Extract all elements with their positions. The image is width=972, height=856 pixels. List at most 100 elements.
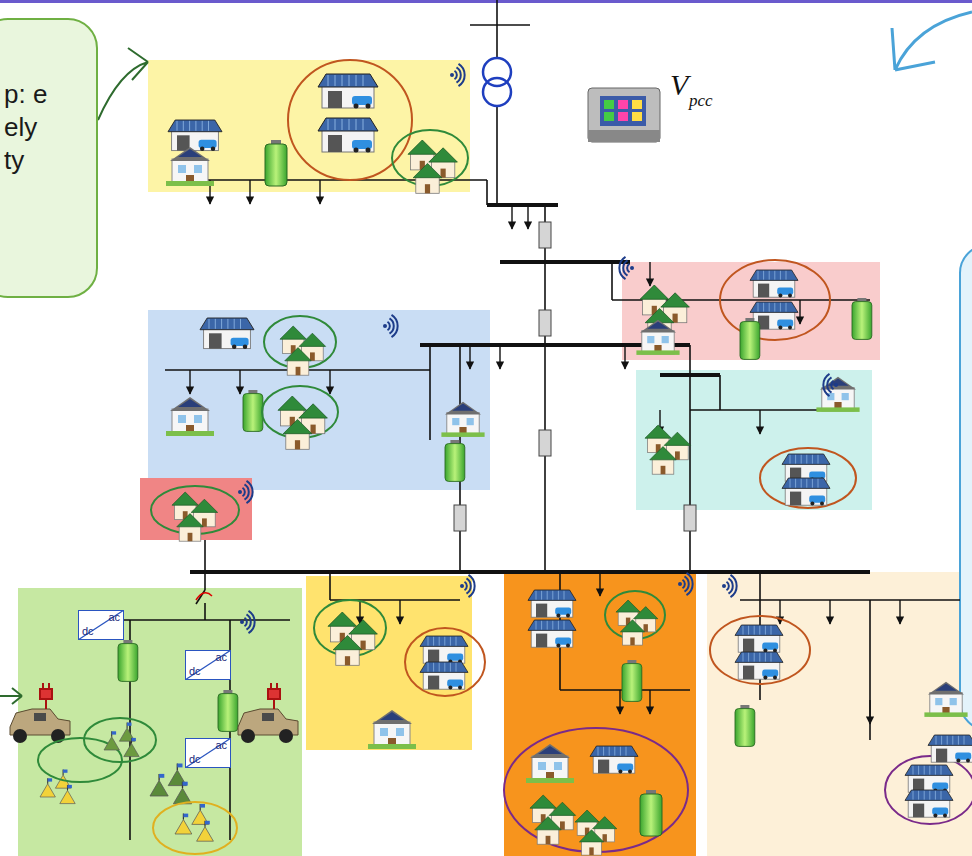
house-cluster-icon: [172, 492, 218, 541]
region-area: [707, 572, 972, 856]
wire: [660, 374, 720, 376]
wire: [120, 619, 290, 621]
group-ellipse: [264, 316, 336, 368]
military-vehicle-icon: [10, 683, 70, 743]
tent-icon: [175, 804, 213, 841]
fuse-symbol: [454, 505, 466, 531]
wireless-symbol: [238, 481, 253, 503]
voltage-subscript: pcc: [689, 92, 713, 109]
garage-pv-icon: [420, 662, 468, 690]
region-area: [504, 690, 696, 856]
load-arrow: [649, 262, 650, 286]
house-cluster-icon: [645, 425, 691, 474]
top-border: [0, 0, 972, 3]
wire: [611, 262, 613, 300]
load-arrow: [249, 180, 250, 204]
fuse-symbol: [539, 222, 551, 248]
battery-icon: [640, 790, 662, 836]
house-pv-icon: [166, 147, 214, 186]
load-arrow: [829, 600, 830, 624]
garage-pv-icon: [782, 454, 830, 482]
load-arrow: [869, 700, 870, 724]
battery-icon: [735, 705, 755, 746]
ac-label: ac: [215, 740, 227, 751]
group-ellipse: [151, 486, 239, 534]
load-arrow: [399, 600, 400, 624]
fuse-symbol: [684, 505, 696, 531]
wireless-symbol: [460, 575, 475, 597]
battery-icon: [622, 660, 642, 701]
converter-box: dcac: [185, 650, 231, 680]
wire: [496, 106, 498, 205]
converter-box: dcac: [78, 610, 124, 640]
wireless-symbol: [240, 611, 255, 633]
fuse-symbol: [539, 430, 551, 456]
callout-arrow: [98, 48, 148, 120]
group-ellipse: [710, 616, 810, 684]
load-arrow: [649, 690, 650, 714]
voltage-symbol: V: [670, 70, 688, 100]
dc-label: dc: [189, 754, 201, 765]
house-cluster-icon: [575, 810, 617, 855]
house-pv-icon: [441, 402, 484, 437]
wireless-symbol: [383, 315, 398, 337]
garage-pv-icon: [905, 765, 953, 793]
group-ellipse: [153, 802, 237, 854]
load-arrow: [359, 600, 360, 624]
wireless-symbol: [678, 573, 693, 595]
group-ellipse: [84, 718, 156, 762]
house-pv-icon: [924, 682, 967, 717]
house-cluster-icon: [328, 612, 377, 665]
region-area: [636, 370, 872, 510]
group-ellipse: [760, 448, 856, 508]
group-ellipse: [885, 756, 972, 824]
group-ellipse: [262, 386, 338, 438]
wire: [719, 375, 721, 410]
group-ellipse: [314, 600, 386, 656]
house-cluster-icon: [530, 795, 576, 844]
region-area: [148, 310, 490, 490]
wire: [329, 572, 331, 600]
battery-icon: [118, 640, 138, 681]
garage-pv-icon: [318, 118, 378, 153]
load-arrow: [899, 600, 900, 624]
tent-icon: [40, 770, 75, 804]
switch-arrow: [196, 593, 212, 600]
load-arrow: [239, 370, 240, 394]
wire: [869, 600, 871, 740]
house-pv-icon: [526, 744, 574, 783]
wireless-symbol: [722, 575, 737, 597]
garage-pv-icon: [420, 636, 468, 664]
garage-pv-icon: [905, 790, 953, 818]
region-area: [622, 262, 880, 360]
garage-pv-icon: [735, 652, 783, 680]
group-ellipse: [392, 130, 468, 186]
load-arrow: [624, 345, 625, 369]
wire: [496, 0, 498, 58]
meter-device: [588, 88, 660, 142]
battery-icon: [740, 318, 760, 359]
garage-pv-icon: [200, 318, 254, 349]
house-pv-icon: [368, 710, 416, 749]
wireless-symbol: [450, 64, 465, 86]
garage-pv-icon: [590, 746, 638, 774]
region-area: [148, 60, 470, 192]
tent-icon: [150, 764, 192, 804]
load-arrow: [799, 300, 800, 324]
load-arrow: [779, 600, 780, 624]
callout-text: p: e ely ty: [4, 78, 64, 177]
garage-pv-icon: [528, 590, 576, 618]
battery-icon: [218, 690, 238, 731]
callout-arrow: [892, 12, 972, 70]
garage-pv-icon: [318, 74, 378, 109]
dc-label: dc: [82, 626, 94, 637]
load-arrow: [319, 180, 320, 204]
battery-icon: [445, 440, 465, 481]
battery-icon: [265, 140, 287, 186]
load-arrow: [527, 205, 528, 229]
load-arrow: [511, 205, 512, 229]
wire: [486, 180, 488, 205]
group-ellipse: [504, 728, 688, 852]
